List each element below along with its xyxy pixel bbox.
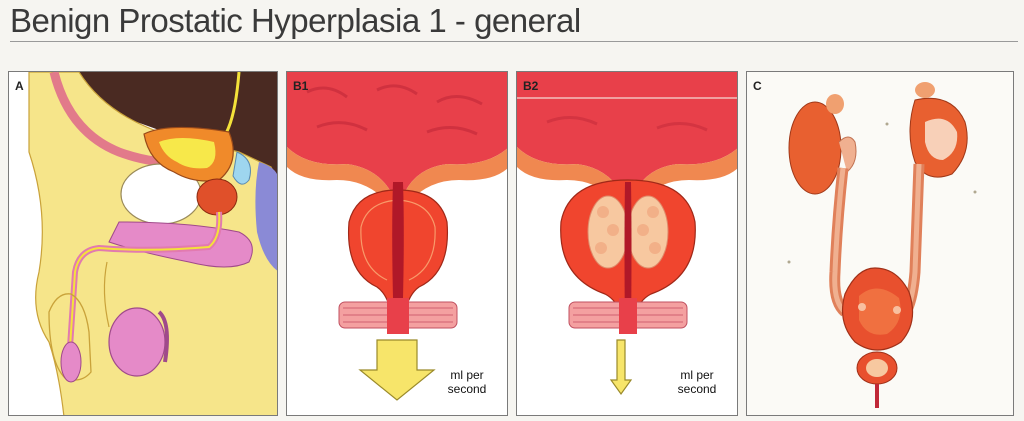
urinary-tract-illustration	[747, 72, 1013, 415]
panel-b1-label: B1	[293, 79, 309, 93]
panel-b1-flow-label: ml per second	[437, 368, 497, 396]
panel-a-label: A	[15, 79, 24, 93]
panel-b1-flow-line1: ml per	[450, 368, 484, 382]
panel-c-urinary-tract: C	[746, 71, 1014, 416]
panel-c-label: C	[753, 79, 762, 93]
panel-b2-label: B2	[523, 79, 539, 93]
panel-b1-flow-line2: second	[447, 382, 487, 396]
title-divider	[10, 41, 1018, 42]
enlarged-prostate-illustration	[517, 72, 737, 415]
panel-b2-enlarged-prostate: B2 ml per second	[516, 71, 738, 416]
panel-b2-flow-line1: ml per	[680, 368, 714, 382]
flow-arrow-small	[609, 339, 633, 396]
panel-b2-flow-line2: second	[677, 382, 717, 396]
sagittal-anatomy-illustration	[9, 72, 277, 415]
page-title: Benign Prostatic Hyperplasia 1 - general	[10, 2, 581, 39]
panel-b1-normal-prostate: B1 ml per second	[286, 71, 508, 416]
flow-arrow-large	[358, 339, 436, 401]
panel-a-anatomy: A	[8, 71, 278, 416]
panel-b2-flow-label: ml per second	[667, 368, 727, 396]
normal-prostate-illustration	[287, 72, 507, 415]
